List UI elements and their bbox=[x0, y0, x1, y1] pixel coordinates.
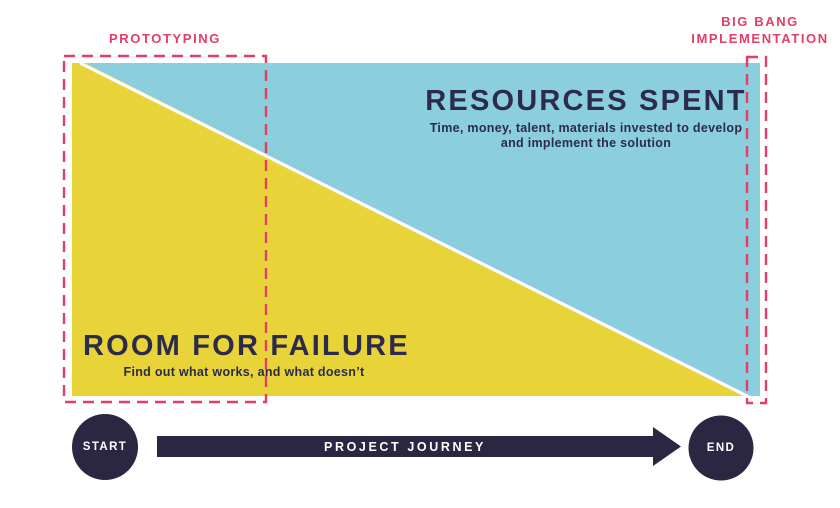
end-circle bbox=[688, 415, 754, 481]
room-for-failure-block: ROOM FOR FAILURE Find out what works, an… bbox=[83, 330, 410, 380]
journey-arrow-bar bbox=[157, 436, 653, 457]
big-bang-label-line1: BIG BANG bbox=[721, 14, 799, 29]
start-label: START bbox=[82, 441, 128, 453]
big-bang-label-line2: IMPLEMENTATION bbox=[691, 31, 829, 46]
room-for-failure-title: ROOM FOR FAILURE bbox=[83, 330, 410, 362]
prototyping-label: PROTOTYPING bbox=[109, 31, 221, 46]
prototyping-dashed-box bbox=[62, 54, 268, 404]
resources-spent-title: RESOURCES SPENT bbox=[425, 85, 747, 117]
start-circle bbox=[72, 414, 138, 480]
resources-spent-subtitle-line1: Time, money, talent, materials invested … bbox=[429, 121, 743, 135]
big-bang-dashed-box bbox=[745, 55, 768, 405]
resources-spent-subtitle-line2: and implement the solution bbox=[500, 136, 672, 150]
journey-arrow-head bbox=[653, 427, 681, 466]
room-for-failure-subtitle: Find out what works, and what doesn’t bbox=[123, 365, 365, 379]
project-journey-label: PROJECT JOURNEY bbox=[324, 440, 486, 454]
end-label: END bbox=[706, 442, 736, 454]
diagonal-divider-line bbox=[79, 61, 750, 399]
resources-spent-block: RESOURCES SPENT Time, money, talent, mat… bbox=[412, 86, 760, 151]
big-bang-label: BIG BANG IMPLEMENTATION bbox=[685, 13, 835, 47]
